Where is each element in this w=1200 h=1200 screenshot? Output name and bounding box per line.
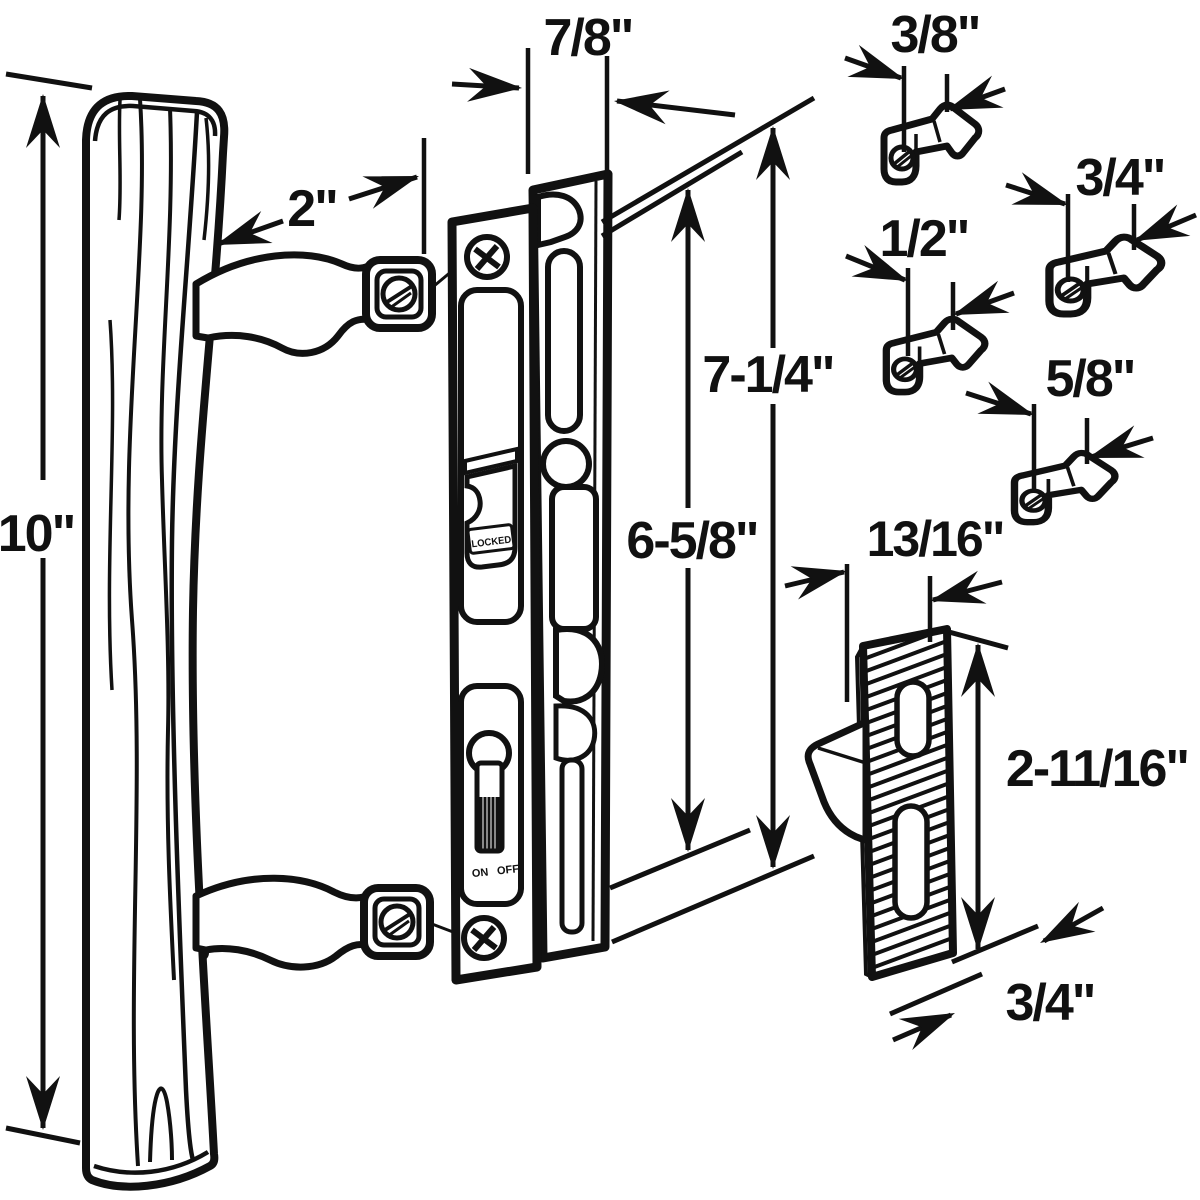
dim-label-7-8in: 7/8" (544, 9, 633, 67)
switch-on-label: ON (471, 866, 489, 880)
strike-slot (892, 803, 930, 921)
dim-label-2-11-16in: 2-11/16" (1006, 740, 1188, 798)
dimension-handle-height: 10" (0, 71, 93, 1146)
lock-toggle-switch (466, 730, 512, 854)
dim-label-2in: 2" (287, 180, 337, 238)
dim-label-3-8in: 3/8" (891, 6, 980, 64)
dim-label-3-4in-depth: 3/4" (1006, 974, 1095, 1032)
handle-top-arm (192, 251, 376, 357)
dim-label-6-5-8in: 6-5/8" (626, 512, 757, 570)
dim-label-1-2in: 1/2" (880, 210, 969, 268)
locked-label-plate: LOCKED (466, 523, 516, 555)
locked-label: LOCKED (471, 535, 512, 551)
top-ferrule (362, 256, 436, 332)
dim-label-10in: 10" (0, 505, 74, 563)
latch-side-plate (528, 169, 613, 963)
strike-slot (894, 679, 932, 759)
dimension-latch-heights: 7-1/4" 6-5/8" (600, 95, 836, 945)
latch-mechanism (535, 191, 605, 935)
dimension-strike-plate: 13/16" 2-11/16" 3/4" (784, 511, 1190, 1051)
phillips-screw-icon (461, 915, 507, 961)
door-pull-handle (82, 91, 465, 1191)
dim-label-5-8in: 5/8" (1046, 350, 1135, 408)
handle-bottom-arm (192, 874, 374, 971)
latch-faceplate: LOCKED ON OFF (447, 203, 542, 985)
strike-plate (804, 625, 957, 981)
handle-body (82, 91, 229, 1191)
bottom-ferrule (360, 884, 434, 960)
keeper-hook-3-8: 3/8" (844, 6, 1006, 182)
dimension-handle-projection: 2" (210, 138, 427, 262)
handle-top-rim-line (92, 103, 218, 142)
handle-bottom-rim-line (93, 1150, 210, 1175)
keeper-hook-5-8: 5/8" (965, 350, 1154, 522)
dimension-latch-width: 7/8" (451, 9, 736, 176)
wood-grain-lines (107, 98, 211, 1167)
keeper-hook-1-2: 1/2" (845, 210, 1015, 392)
switch-off-label: OFF (496, 863, 519, 877)
recess-ledge (463, 446, 519, 476)
keeper-hook-3-4: 3/4" (1005, 149, 1197, 314)
dim-label-13-16in: 13/16" (867, 511, 1004, 567)
phillips-screw-icon (464, 234, 510, 280)
dim-label-3-4in: 3/4" (1076, 149, 1165, 207)
strike-wedge (804, 718, 870, 844)
dim-label-7-1-4in: 7-1/4" (702, 346, 833, 404)
